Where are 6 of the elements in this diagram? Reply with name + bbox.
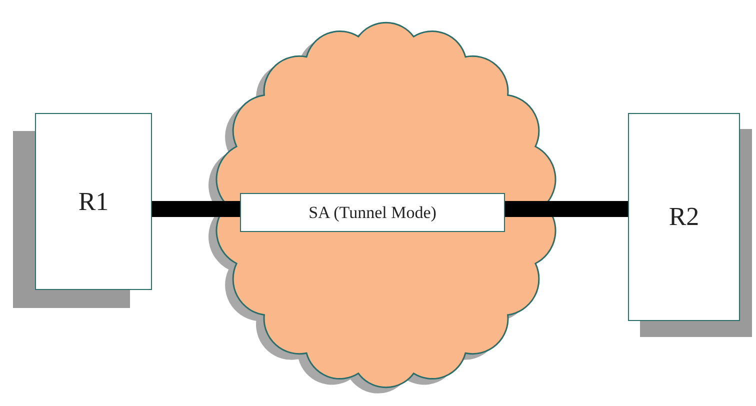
node-label: R1 xyxy=(78,186,109,216)
router-box xyxy=(628,113,740,321)
router-box xyxy=(35,113,152,290)
label-box xyxy=(240,193,505,232)
node-label: R2 xyxy=(668,202,700,232)
node-label: SA (Tunnel Mode) xyxy=(308,202,436,222)
